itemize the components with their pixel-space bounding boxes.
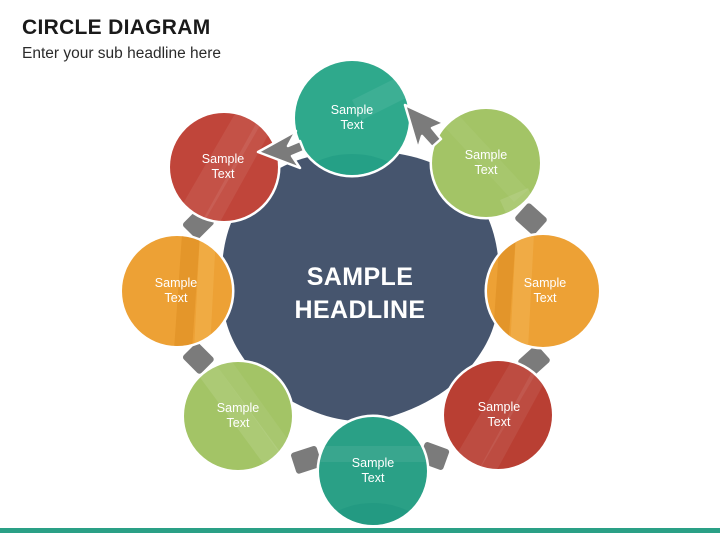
node-top[interactable]	[290, 58, 430, 239]
connector-bar	[182, 342, 214, 374]
node-lower-left[interactable]	[181, 356, 305, 478]
arrow-group	[256, 103, 446, 170]
connector-bar	[291, 445, 322, 474]
node-upper-left[interactable]	[167, 110, 281, 241]
arrow-icon	[256, 129, 306, 170]
node-bottom[interactable]	[313, 414, 433, 540]
node-right[interactable]	[484, 232, 602, 351]
node-lower-right[interactable]	[441, 358, 555, 491]
page-subtitle: Enter your sub headline here	[22, 45, 222, 63]
header: CIRCLE DIAGRAM Enter your sub headline h…	[22, 16, 622, 64]
node-left[interactable]	[119, 233, 235, 351]
arrow-icon	[403, 103, 446, 151]
center-hub[interactable]	[221, 151, 500, 421]
node-upper-right[interactable]	[429, 106, 557, 263]
page-title: CIRCLE DIAGRAM	[22, 16, 211, 39]
bottom-accent-bar	[0, 528, 720, 533]
connector-bar	[515, 203, 547, 235]
